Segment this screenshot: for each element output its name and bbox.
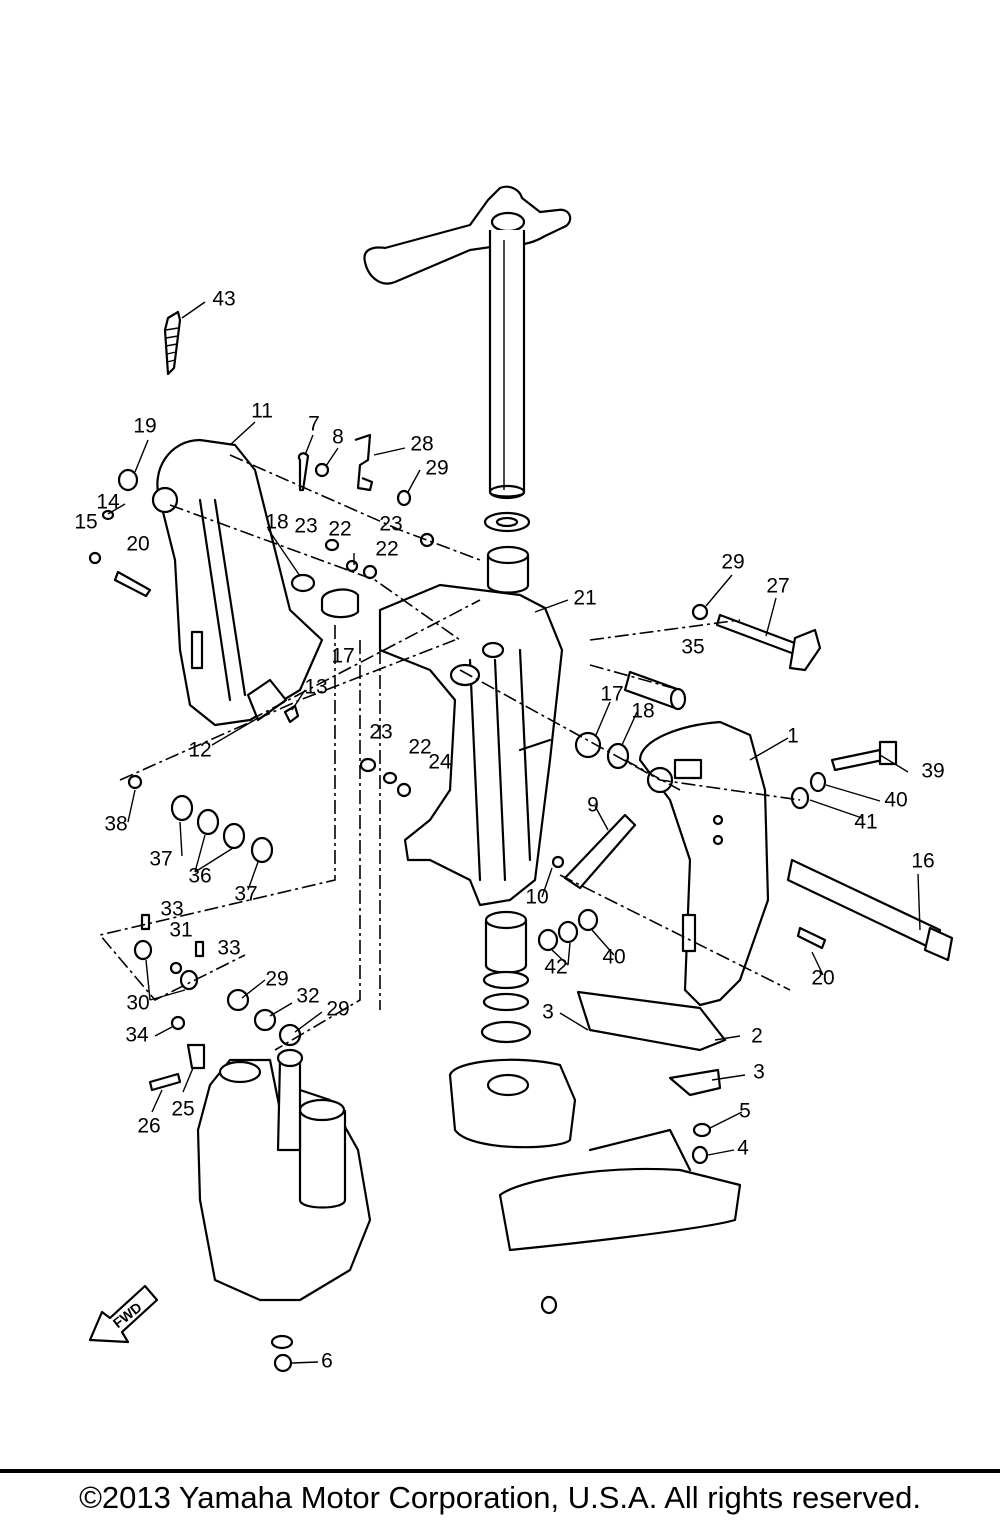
callout-41: 41 — [854, 811, 877, 834]
callout-21: 21 — [573, 587, 596, 610]
callout-23-mid: 23 — [379, 513, 402, 536]
callout-31: 31 — [169, 919, 192, 942]
parts-diagram: FWD — [74, 185, 954, 1373]
callout-20-left: 20 — [126, 533, 149, 556]
callout-15: 15 — [74, 511, 97, 534]
assembly-centerlines — [98, 454, 801, 1051]
callout-8: 8 — [332, 426, 344, 449]
callout-26: 26 — [137, 1115, 160, 1138]
callout-6: 6 — [321, 1350, 333, 1373]
callout-17-left: 17 — [331, 645, 354, 668]
callout-1: 1 — [787, 725, 799, 748]
callout-29-lower-b: 29 — [326, 998, 349, 1021]
callout-42: 42 — [544, 956, 567, 979]
tilt-tube — [786, 858, 954, 962]
callout-22-mid: 22 — [375, 538, 398, 561]
callout-29-right: 29 — [721, 551, 744, 574]
copyright-footer: ©2013 Yamaha Motor Corporation, U.S.A. A… — [79, 1480, 921, 1515]
callout-14: 14 — [96, 491, 120, 514]
callout-40-right: 40 — [884, 789, 907, 812]
callout-38: 38 — [104, 813, 127, 836]
callout-22-low: 22 — [408, 736, 431, 759]
steering-arm-shaft — [363, 185, 572, 500]
clamp-bracket-right — [638, 720, 770, 1007]
callout-18-left: 18 — [265, 511, 288, 534]
callout-3-upper: 3 — [542, 1001, 554, 1024]
callout-13: 13 — [304, 676, 327, 699]
callout-19: 19 — [133, 415, 156, 438]
callout-29-top: 29 — [425, 457, 448, 480]
callout-40-low: 40 — [602, 946, 625, 969]
callout-22-top: 22 — [328, 518, 351, 541]
callout-23-top: 23 — [294, 515, 317, 538]
callout-37-left: 37 — [149, 848, 172, 871]
callout-35: 35 — [681, 636, 704, 659]
fwd-arrow: FWD — [88, 1284, 159, 1344]
part-callouts: 43 19 11 7 8 28 29 14 15 20 18 23 22 23 … — [74, 288, 944, 1373]
screw-43 — [163, 310, 182, 376]
callout-34: 34 — [125, 1024, 149, 1047]
swivel-bracket — [378, 583, 564, 907]
callout-5: 5 — [739, 1100, 751, 1123]
callout-29-lower-a: 29 — [265, 968, 288, 991]
callout-43: 43 — [212, 288, 235, 311]
callout-10: 10 — [525, 886, 548, 909]
callout-37-right: 37 — [234, 883, 257, 906]
callout-30: 30 — [126, 992, 149, 1015]
callout-16: 16 — [911, 850, 934, 873]
footer-rule — [0, 1469, 1000, 1473]
callout-32: 32 — [296, 985, 319, 1008]
callout-9: 9 — [587, 794, 599, 817]
callout-17-right: 17 — [600, 683, 623, 706]
bolt-39-assembly — [790, 740, 898, 810]
callout-3-lower: 3 — [753, 1061, 765, 1084]
lower-bushings — [480, 910, 532, 1044]
callout-33-top: 33 — [160, 898, 183, 921]
callout-20-right: 20 — [811, 967, 834, 990]
callout-33-right: 33 — [217, 937, 240, 960]
leader-lines — [107, 301, 921, 1364]
power-trim-tilt-unit — [196, 1048, 372, 1302]
callout-7: 7 — [308, 413, 320, 436]
callout-11: 11 — [251, 400, 273, 423]
callout-12: 12 — [188, 739, 211, 762]
callout-24: 24 — [428, 751, 452, 774]
callout-28: 28 — [410, 433, 433, 456]
callout-23-low: 23 — [369, 721, 392, 744]
lower-mount — [448, 1058, 742, 1252]
small-hardware — [88, 433, 827, 1373]
callout-25: 25 — [171, 1098, 194, 1121]
callout-2: 2 — [751, 1025, 763, 1048]
callout-27: 27 — [766, 575, 789, 598]
callout-36: 36 — [188, 865, 211, 888]
clamp-bracket-left — [151, 438, 324, 727]
callout-4: 4 — [737, 1137, 749, 1160]
callout-18-right: 18 — [631, 700, 654, 723]
tilt-pin-27 — [623, 603, 822, 711]
callout-39: 39 — [921, 760, 944, 783]
